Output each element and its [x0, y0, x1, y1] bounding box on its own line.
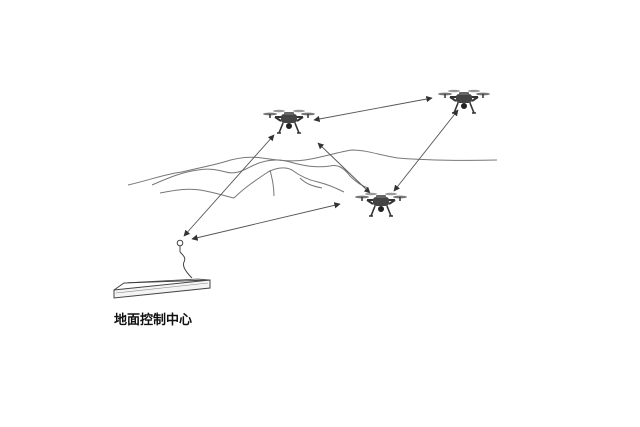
mountain-ridge-detail	[269, 169, 323, 197]
drone-2-icon	[437, 88, 491, 114]
link-ground-drone3	[191, 202, 341, 241]
antenna-icon	[176, 239, 193, 279]
link-drone1-drone3	[317, 142, 371, 194]
ground-control-center-label: 地面控制中心	[114, 313, 193, 328]
communication-links	[183, 95, 459, 241]
mountain-ridge-middle	[151, 159, 369, 189]
ground-control-station-icon	[113, 278, 211, 299]
mountain-range	[127, 149, 498, 199]
link-ground-drone1	[183, 134, 275, 237]
drone-3-icon	[354, 191, 408, 217]
mountain-ridge-back	[127, 149, 498, 186]
drone-1-icon	[262, 108, 316, 134]
link-drone2-drone3	[393, 109, 459, 192]
link-drone1-drone2	[313, 95, 433, 123]
